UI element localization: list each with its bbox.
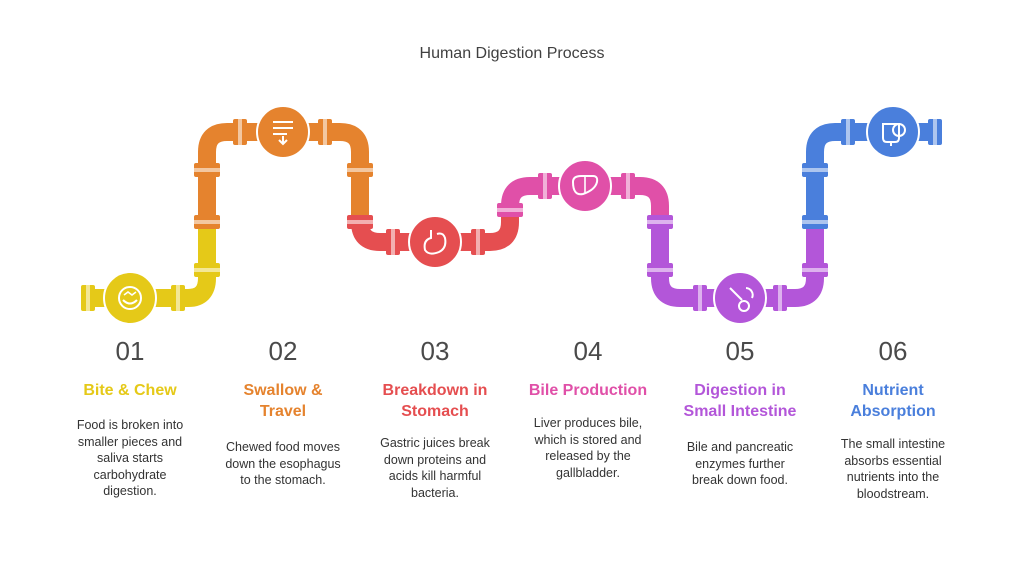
description-line: gallbladder. [556, 465, 620, 480]
step-6-number: 06 [878, 336, 908, 366]
step-2-heading: Swallow & Travel [208, 380, 358, 422]
description-line: absorbs essential [844, 453, 942, 468]
pipe-diagram [81, 105, 942, 325]
description-line: released by the [545, 449, 631, 463]
pipe-segment-3 [351, 206, 519, 251]
step-4-number: 04 [573, 336, 603, 366]
description-line: Bile and pancreatic [686, 440, 794, 454]
description-line: The small intestine [840, 437, 946, 451]
heading-line: Digestion in [694, 382, 786, 399]
description-line: Chewed food moves [226, 440, 340, 454]
step-1-number: 01 [115, 336, 145, 366]
description-line: smaller pieces and [77, 434, 183, 449]
description-line: acids kill harmful [388, 469, 482, 483]
step-5-heading: Digestion in Small Intestine [665, 380, 815, 422]
step-1-heading: Bite & Chew [55, 380, 205, 401]
description-line: bacteria. [411, 485, 459, 500]
step-3-heading: Breakdown in Stomach [360, 380, 510, 422]
esophagus-arrow-icon [273, 121, 293, 146]
step-4-description: Liver produces bile, which is stored and r… [513, 415, 663, 481]
description-line: down the esophagus [225, 456, 341, 471]
step-4-heading: Bile Production [513, 380, 663, 401]
description-line: break down food. [692, 473, 788, 487]
step-5-number: 05 [725, 336, 755, 366]
heading-line: Small Intestine [683, 403, 797, 420]
description-line: Gastric juices break [380, 436, 490, 450]
step-1-node [103, 271, 157, 325]
description-line: down proteins and [383, 452, 487, 467]
step-5-description: Bile and pancreatic enzymes further break … [665, 439, 815, 489]
step-1-description: Food is broken into smaller pieces and sal… [55, 417, 205, 500]
mouth-chewing-icon [118, 286, 142, 310]
description-line: digestion. [103, 484, 157, 498]
enzyme-capsule-icon [729, 287, 754, 312]
heading-line: Absorption [850, 403, 936, 420]
stomach-icon [423, 230, 447, 255]
heading-line: Travel [259, 403, 307, 420]
description-line: nutrients into the [846, 470, 940, 484]
pipe-segment-1 [85, 222, 216, 307]
step-6-description: The small intestine absorbs essential nutr… [818, 436, 968, 502]
step-2-number: 02 [268, 336, 298, 366]
description-line: to the stomach. [240, 473, 326, 487]
liver-icon [571, 175, 599, 196]
heading-line: Bite & Chew [83, 382, 177, 399]
iv-drip-icon [882, 123, 906, 146]
step-3-number: 03 [420, 336, 450, 366]
description-line: saliva starts [97, 451, 163, 465]
description-line: enzymes further [695, 456, 785, 471]
heading-line: Bile Production [528, 382, 648, 399]
description-line: which is stored and [534, 432, 642, 447]
heading-line: Breakdown in [382, 382, 488, 399]
pipe-segment-4 [501, 177, 669, 222]
description-line: bloodstream. [856, 486, 930, 501]
description-line: carbohydrate [93, 467, 167, 482]
step-3-node [408, 215, 462, 269]
heading-line: Stomach [401, 403, 469, 420]
step-2-node [256, 105, 310, 159]
description-line: Liver produces bile, [533, 416, 643, 430]
step-3-description: Gastric juices break down proteins and aci… [360, 435, 510, 501]
heading-line: Swallow & [243, 382, 323, 399]
description-line: Food is broken into [76, 418, 184, 432]
pipe-segment-6 [806, 123, 938, 222]
diagram-title: Human Digestion Process [419, 45, 605, 62]
heading-line: Nutrient [862, 382, 924, 399]
step-2-description: Chewed food moves down the esophagus to th… [208, 439, 358, 489]
